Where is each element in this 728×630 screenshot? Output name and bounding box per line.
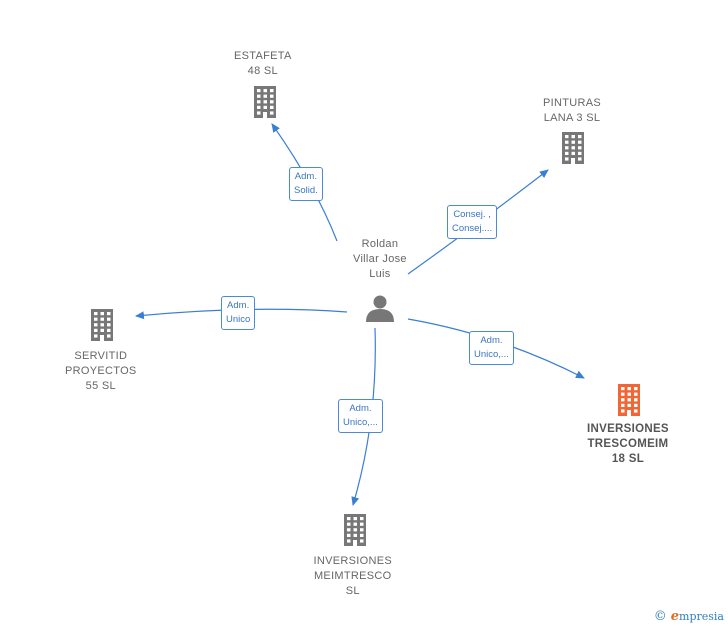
company-label-pinturas: PINTURAS LANA 3 SL: [543, 96, 601, 126]
company-label-inversiones-meimtresco: INVERSIONES MEIMTRESCO SL: [314, 554, 393, 599]
company-label-pinturas-line: LANA 3 SL: [543, 112, 601, 124]
brand-name: mpresia: [679, 610, 724, 623]
building-icon-pinturas[interactable]: [562, 132, 584, 164]
relation-label-inversiones-trescomeim-line: Unico,...: [474, 349, 509, 360]
company-label-inversiones-meimtresco-line: INVERSIONES: [313, 555, 392, 567]
relation-label-estafeta[interactable]: Adm. Solid.: [289, 167, 323, 201]
relation-label-inversiones-trescomeim-line: Adm.: [480, 335, 503, 346]
company-label-inversiones-trescomeim-line: 18 SL: [611, 453, 645, 465]
building-icon-inversiones-meimtresco[interactable]: [344, 514, 366, 546]
person-icon[interactable]: [366, 295, 394, 323]
relation-label-servitid-line: Adm.: [227, 300, 250, 311]
company-label-servitid-line: PROYECTOS: [65, 365, 137, 377]
relation-label-inversiones-meimtresco-line: Unico,...: [343, 417, 378, 428]
relation-label-inversiones-meimtresco-line: Adm.: [349, 403, 372, 414]
company-label-inversiones-trescomeim-line: INVERSIONES: [587, 423, 669, 435]
relation-label-inversiones-trescomeim[interactable]: Adm. Unico,...: [469, 331, 514, 365]
empresia-watermark: ©empresia: [654, 609, 724, 624]
company-label-estafeta-line: 48 SL: [247, 65, 278, 77]
relation-label-estafeta-line: Solid.: [294, 185, 318, 196]
person-name-line: Roldan: [361, 238, 399, 250]
company-label-inversiones-trescomeim: INVERSIONES TRESCOMEIM 18 SL: [587, 422, 669, 467]
company-label-estafeta-line: ESTAFETA: [234, 50, 292, 62]
company-label-servitid: SERVITID PROYECTOS 55 SL: [65, 349, 137, 394]
relation-label-servitid-line: Unico: [226, 314, 251, 325]
relation-label-inversiones-meimtresco[interactable]: Adm. Unico,...: [338, 399, 383, 433]
building-icon-servitid[interactable]: [91, 309, 113, 341]
company-label-inversiones-trescomeim-line: TRESCOMEIM: [587, 438, 669, 450]
company-label-servitid-line: 55 SL: [85, 380, 116, 392]
person-name-line: Luis: [369, 268, 391, 280]
relation-label-pinturas-line: Consej....: [452, 223, 493, 234]
person-name-line: Villar Jose: [353, 253, 407, 265]
building-icon-estafeta[interactable]: [254, 86, 276, 118]
copyright-symbol: ©: [653, 609, 667, 624]
relation-label-pinturas[interactable]: Consej. , Consej....: [447, 205, 498, 239]
relation-label-pinturas-line: Consej. ,: [453, 209, 491, 220]
building-icon-inversiones-trescomeim[interactable]: [618, 384, 640, 416]
brand-initial: e: [670, 609, 680, 624]
company-label-pinturas-line: PINTURAS: [543, 97, 602, 109]
relation-label-estafeta-line: Adm.: [294, 171, 317, 182]
relation-label-servitid[interactable]: Adm. Unico: [221, 296, 256, 330]
company-label-inversiones-meimtresco-line: SL: [345, 585, 360, 597]
company-label-estafeta: ESTAFETA 48 SL: [234, 49, 292, 79]
company-label-servitid-line: SERVITID: [74, 350, 128, 362]
company-label-inversiones-meimtresco-line: MEIMTRESCO: [313, 570, 392, 582]
